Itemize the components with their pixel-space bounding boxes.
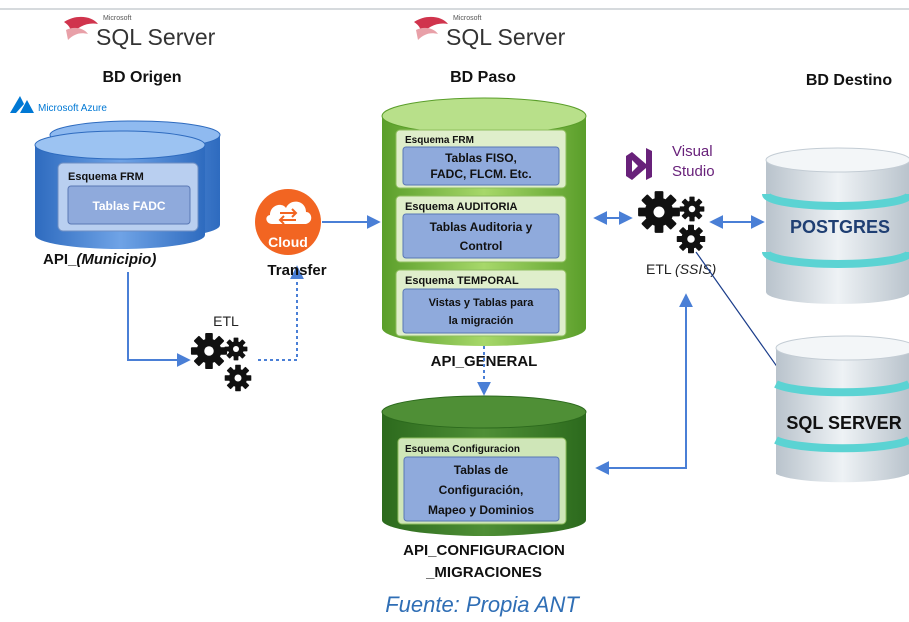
postgres-db-band <box>762 192 909 210</box>
visual-studio-icon <box>626 148 652 180</box>
config-db-top <box>381 395 587 429</box>
etl-right-gears <box>638 191 706 254</box>
schema-configuracion-tables-box <box>403 456 560 522</box>
link-etl-sqlserver <box>695 251 791 386</box>
schema-temporal-tables-line1: Vistas y Tablas para <box>429 297 535 309</box>
sqlserver-db-band <box>774 436 909 453</box>
postgres-db-band <box>762 250 909 268</box>
sqlserver-db-band <box>774 380 909 397</box>
config-db-name-line1: API_CONFIGURACION <box>403 542 565 559</box>
cloud-transfer: Cloud Transfer <box>255 189 327 279</box>
sqlserver-product-text: SQL Server <box>96 24 216 50</box>
header-bd-origen: BD Origen <box>102 69 181 86</box>
transfer-arrows-icon <box>278 208 298 225</box>
general-database: Esquema FRM Tablas FISO, FADC, FLCM. Etc… <box>381 97 587 346</box>
source-caption: Fuente: Propia ANT <box>385 592 580 617</box>
config-tables-line2: Configuración, <box>439 483 524 497</box>
postgres-label: POSTGRES <box>790 217 890 237</box>
schema-frm-tables-box <box>402 146 560 186</box>
origin-database: Esquema FRM Tablas FADC <box>34 120 221 249</box>
schema-configuracion-title: Esquema Configuracion <box>405 444 520 455</box>
general-db-top <box>381 97 587 135</box>
sqlserver-product-text: SQL Server <box>446 24 566 50</box>
sqlserver-swoosh-icon <box>66 27 88 40</box>
arrow-etl-to-cloud <box>258 265 304 361</box>
postgres-db-body <box>766 160 909 304</box>
schema-temporal-tables-box <box>402 288 560 334</box>
schema-frm-tables-line2: FADC, FLCM. Etc. <box>430 167 531 181</box>
config-tables-line3: Mapeo y Dominios <box>428 503 534 517</box>
schema-auditoria-tables-box <box>402 213 560 259</box>
schema-frm-tables-line1: Tablas FISO, <box>445 151 517 165</box>
gear-icon <box>224 364 252 392</box>
sqlserver-database: SQL SERVER <box>774 335 909 483</box>
schema-frm-title: Esquema FRM <box>405 135 474 146</box>
visual-studio-label-line2: Studio <box>672 163 715 180</box>
cloud-label: Cloud <box>268 234 308 250</box>
origin-tables-label: Tablas FADC <box>92 199 165 213</box>
header-bd-paso: BD Paso <box>450 69 516 86</box>
config-tables-line1: Tablas de <box>454 463 509 477</box>
schema-temporal-tables-line2: la migración <box>449 315 514 327</box>
sqlserver-db-top <box>775 335 909 361</box>
postgres-database: POSTGRES <box>762 147 909 304</box>
transfer-label: Transfer <box>267 262 326 279</box>
azure-logo: Microsoft Azure <box>10 96 107 114</box>
general-db-name: API_GENERAL <box>431 353 538 370</box>
schema-auditoria-title: Esquema AUDITORIA <box>405 201 518 213</box>
gear-icon <box>679 196 705 222</box>
etl-right-label: ETL (SSIS) <box>646 261 716 277</box>
etl-left-label: ETL <box>213 313 239 329</box>
postgres-db-top <box>765 147 909 173</box>
origin-db-top <box>34 130 206 160</box>
visual-studio-logo: Visual Studio <box>626 143 715 180</box>
arrow-origin-to-etl <box>127 272 191 367</box>
sqlserver-vendor-text: Microsoft <box>103 15 131 22</box>
azure-label: Microsoft Azure <box>38 103 107 114</box>
origin-schema-title: Esquema FRM <box>68 171 144 183</box>
header-bd-destino: BD Destino <box>806 72 892 89</box>
gear-icon <box>676 224 706 254</box>
visual-studio-label-line1: Visual <box>672 143 713 160</box>
gear-icon <box>638 191 680 233</box>
sqlserver-swoosh-icon <box>416 27 438 40</box>
origin-db-name: API_(Municipio) <box>43 251 156 268</box>
azure-icon <box>10 96 34 113</box>
gear-icon <box>224 337 248 361</box>
config-db-name-line2: _MIGRACIONES <box>425 564 542 581</box>
schema-auditoria-tables-line2: Control <box>460 239 503 253</box>
sqlserver-vendor-text: Microsoft <box>453 15 481 22</box>
config-database: Esquema Configuracion Tablas de Configur… <box>381 395 587 536</box>
schema-auditoria-tables-line1: Tablas Auditoria y <box>430 220 533 234</box>
schema-temporal-title: Esquema TEMPORAL <box>405 275 519 287</box>
sqlserver-logo-left: Microsoft SQL Server <box>64 15 216 50</box>
sqlserver-dest-label: SQL SERVER <box>786 413 901 433</box>
sqlserver-logo-center: Microsoft SQL Server <box>414 15 566 50</box>
gear-icon <box>190 332 228 370</box>
arrow-config-etl <box>595 293 693 475</box>
origin-tables-box <box>67 185 191 225</box>
etl-left-gears: ETL <box>190 313 252 392</box>
